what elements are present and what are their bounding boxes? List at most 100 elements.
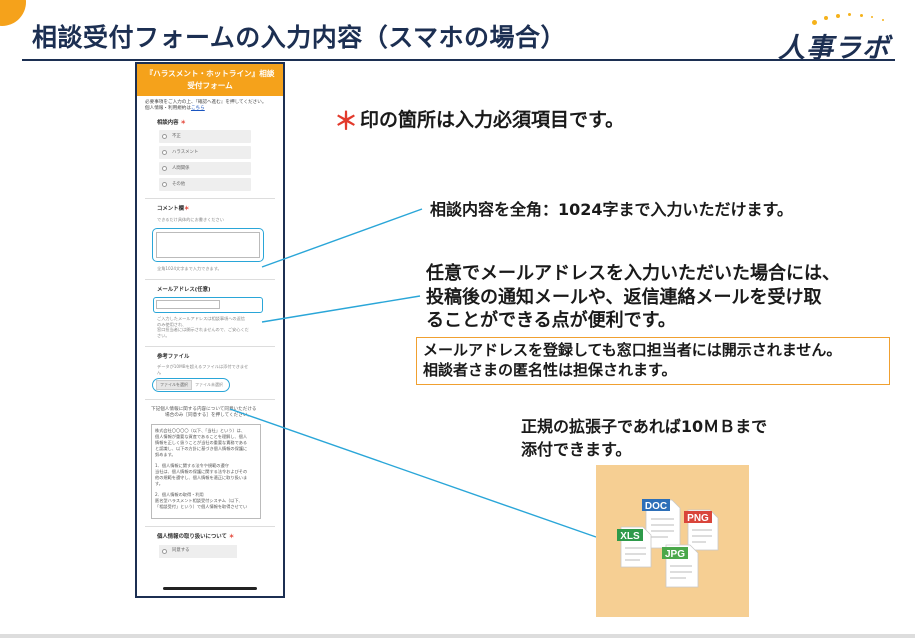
privacy-text-line: 当社は、個人情報の保護に関する法令およびその [155,469,248,475]
file-status: ファイル未選択 [195,381,223,387]
logo-text: 人事ラボ [778,33,890,64]
file-hint-line: ん [157,369,162,375]
email-benefit-line: 投稿後の通知メールや、返信連絡メールを受け取 [426,286,822,308]
consult-type-label-text: 相談内容 [157,119,179,126]
privacy-text-line: 2．個人情報の取得・利用 [155,492,204,498]
file-select-button[interactable]: ファイルを選択 [156,379,192,391]
email-note: ご入力したメールアドレスは相談事項への返信 のみ使用され、 窓口担当者には開示さ… [157,316,275,338]
logo-dot [860,14,863,17]
consult-type-label: 相談内容 ＊ [157,120,275,126]
section-divider [145,399,275,401]
agree-label: 同意する [172,548,190,554]
section-divider [145,278,275,280]
email-benefit-line: 任意でメールアドレスを入力いただいた場合には、 [426,263,840,284]
email-field[interactable] [156,300,220,310]
required-mark: ＊ [228,534,235,541]
terms-link[interactable]: こちら [190,106,205,112]
email-field-highlight [153,297,263,314]
email-label: メールアドレス(任意) [157,286,211,293]
comment-label: コメント欄＊ [157,206,275,212]
xls-file-icon: XLS [617,526,652,568]
privacy-text-line: と認識し、以下の方針に基づき個人情報の保護に [155,446,248,452]
phone-mockup: 『ハラスメント・ホットライン』相談 受付フォーム 必要事項をご入力の上、『確認へ… [135,62,285,598]
email-note-line: のみ使用され、 [157,321,187,327]
section-divider [145,198,275,200]
logo-dot [871,16,873,18]
form-intro-prefix: 個人情報・利用規約は [145,106,191,112]
comment-limit: 全角1024文字まで入力できます。 [157,266,222,272]
privacy-text-line: 情報を正しく扱うことが当社の重要な責務である [155,440,248,446]
privacy-text-line: 株式会社〇〇〇〇（以下、「当社」という）は、 [155,428,246,434]
radio-icon [162,166,167,172]
privacy-text-line: 個人情報が重要な資産であることを理解し、個人 [155,434,248,440]
logo: 人事ラボ [774,12,904,64]
privacy-text-line: 匿名型ハラスメント相談受付システム（以下、 [155,498,243,504]
required-note: ＊印の箇所は入力必須項目です。 [334,101,624,136]
doc-file-icon: DOC [642,499,681,549]
email-note-line: 窓口担当者には開示されませんので、ご安心くだ [157,327,249,333]
form-intro-line: 必要事項をご入力の上、『確認へ進む』を押してください。 [145,100,267,105]
consult-option[interactable]: 不正 [159,130,251,144]
privacy-intro-line: 場合のみ［同意する］を押してください。 [165,412,253,418]
privacy-text-line: 「相談受付」という）で個人情報を取得させてい [155,504,248,510]
comment-hint: できるだけ具体的にお書きください [157,216,224,222]
title-divider [22,59,895,61]
anonymity-line: メールアドレスを登録しても窓口担当者には開示されません。 [423,341,842,359]
anonymity-line: 相談者さまの匿名性は担保されます。 [423,361,677,379]
consult-option[interactable]: 人間関係 [159,162,251,176]
option-label: 不正 [172,133,181,139]
form-header-line: 受付フォーム [187,81,233,90]
anonymity-note-box: メールアドレスを登録しても窓口担当者には開示されません。 相談者さまの匿名性は担… [416,337,890,385]
corner-decoration [0,0,26,26]
slide-title: 相談受付フォームの入力内容（スマホの場合） [32,23,567,52]
logo-dot [812,20,817,25]
file-hint: データが10MBを超えるファイルは添付できませ ん [157,364,275,375]
file-size-line: 添付できます。 [521,440,632,459]
file-label: 参考ファイル [157,353,190,360]
xls-label: XLS [620,531,640,542]
option-label: ハラスメント [172,149,199,155]
png-label: PNG [687,513,709,524]
consult-option[interactable]: ハラスメント [159,146,251,160]
required-note-text: 印の箇所は入力必須項目です。 [360,109,625,131]
privacy-text-line: 他の規範を遵守し、個人情報を適正に取り扱いま [155,475,248,481]
file-size-note: 正規の拡張子であれば10ＭＢまで 添付できます。 [521,415,767,461]
form-intro: 必要事項をご入力の上、『確認へ進む』を押してください。 個人情報・利用規約はこち… [145,100,275,113]
file-hint-line: データが10MBを超えるファイルは添付できませ [157,364,249,369]
required-mark: ＊ [183,206,190,213]
privacy-handling-label-text: 個人情報の取り扱いについて [157,534,227,541]
privacy-policy-box[interactable]: 株式会社〇〇〇〇（以下、「当社」という）は、 個人情報が重要な資産であることを理… [151,424,261,520]
radio-icon [162,150,167,156]
doc-label: DOC [645,501,667,512]
email-benefit-note: 任意でメールアドレスを入力いただいた場合には、 投稿後の通知メールや、返信連絡メ… [426,262,840,333]
agree-option[interactable]: 同意する [159,544,237,558]
bottom-bar [0,634,915,638]
logo-dot [836,14,840,18]
comment-textarea[interactable] [156,232,260,259]
form-intro-line: 個人情報・利用規約はこちら [145,106,275,112]
radio-icon [162,182,167,188]
option-label: 人間関係 [172,165,190,171]
privacy-text-line: 努めます。 [155,452,176,458]
home-indicator [163,587,257,590]
section-divider [145,345,275,347]
jpg-label: JPG [665,549,685,560]
logo-dot [882,19,884,21]
callout-line-comment [261,208,423,268]
png-file-icon: PNG [684,509,719,551]
asterisk-icon: ＊ [334,107,358,135]
consult-option[interactable]: その他 [159,178,251,192]
privacy-intro: 下記個人情報に関する内容について同意いただける 場合のみ［同意する］を押してくだ… [151,407,275,418]
file-types-illustration: DOC PNG XLS [596,465,749,617]
file-size-line: 正規の拡張子であれば10ＭＢまで [521,417,768,436]
privacy-text-line: す。 [155,481,163,487]
file-picker-highlight: ファイルを選択 ファイル未選択 [152,378,230,393]
section-divider [145,526,275,528]
email-note-line: ご入力したメールアドレスは相談事項への返信 [157,316,245,322]
email-benefit-line: ることができる点が便利です。 [426,310,676,331]
option-label: その他 [172,181,186,187]
comment-textarea-highlight [152,228,264,263]
form-header: 『ハラスメント・ホットライン』相談 受付フォーム [137,64,283,96]
required-mark: ＊ [180,119,186,126]
